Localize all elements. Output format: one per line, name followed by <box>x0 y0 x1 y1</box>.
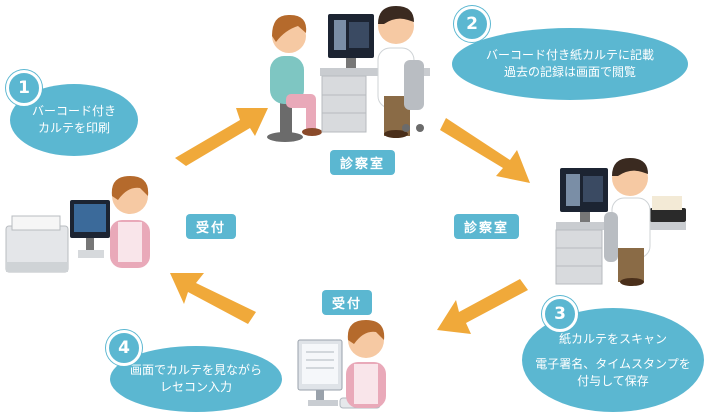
step-1-line-1: バーコード付き <box>31 104 116 118</box>
print-reception-scene <box>5 176 150 273</box>
arrow-reception-to-exam <box>175 108 268 166</box>
exam-room-scene-top <box>267 6 430 142</box>
exam-room-label-right: 診察室 <box>454 214 520 239</box>
step-3-line-2: 電子署名、タイムスタンプを <box>535 356 691 371</box>
step-3-line-3: 付与して保存 <box>577 373 649 388</box>
exam-room-label-top: 診察室 <box>330 150 396 175</box>
step-4-line-1: 画面でカルテを見ながら <box>129 363 262 377</box>
step-1-badge: 1 <box>6 70 42 106</box>
arrow-scan-to-input <box>437 279 528 334</box>
arrow-input-to-print <box>170 273 256 324</box>
step-4-line-2: レセコン入力 <box>159 380 232 394</box>
step-2-bubble: バーコード付き紙カルテに記載 過去の記録は画面で閲覧 <box>452 28 688 100</box>
step-1-line-2: カルテを印刷 <box>37 121 110 135</box>
step-2-line-2: 過去の記録は画面で閲覧 <box>503 65 636 79</box>
step-3-badge: 3 <box>542 296 578 332</box>
step-2-badge: 2 <box>454 6 490 42</box>
step-2-line-1: バーコード付き紙カルテに記載 <box>485 48 654 62</box>
input-reception-scene <box>297 320 386 409</box>
step-3-line-1: 紙カルテをスキャン <box>558 331 667 346</box>
step-4-badge: 4 <box>106 330 142 366</box>
arrow-exam-to-scan <box>440 118 530 183</box>
scan-room-scene <box>555 158 686 286</box>
reception-label-bottom: 受付 <box>322 290 373 315</box>
reception-label-left: 受付 <box>186 214 237 239</box>
